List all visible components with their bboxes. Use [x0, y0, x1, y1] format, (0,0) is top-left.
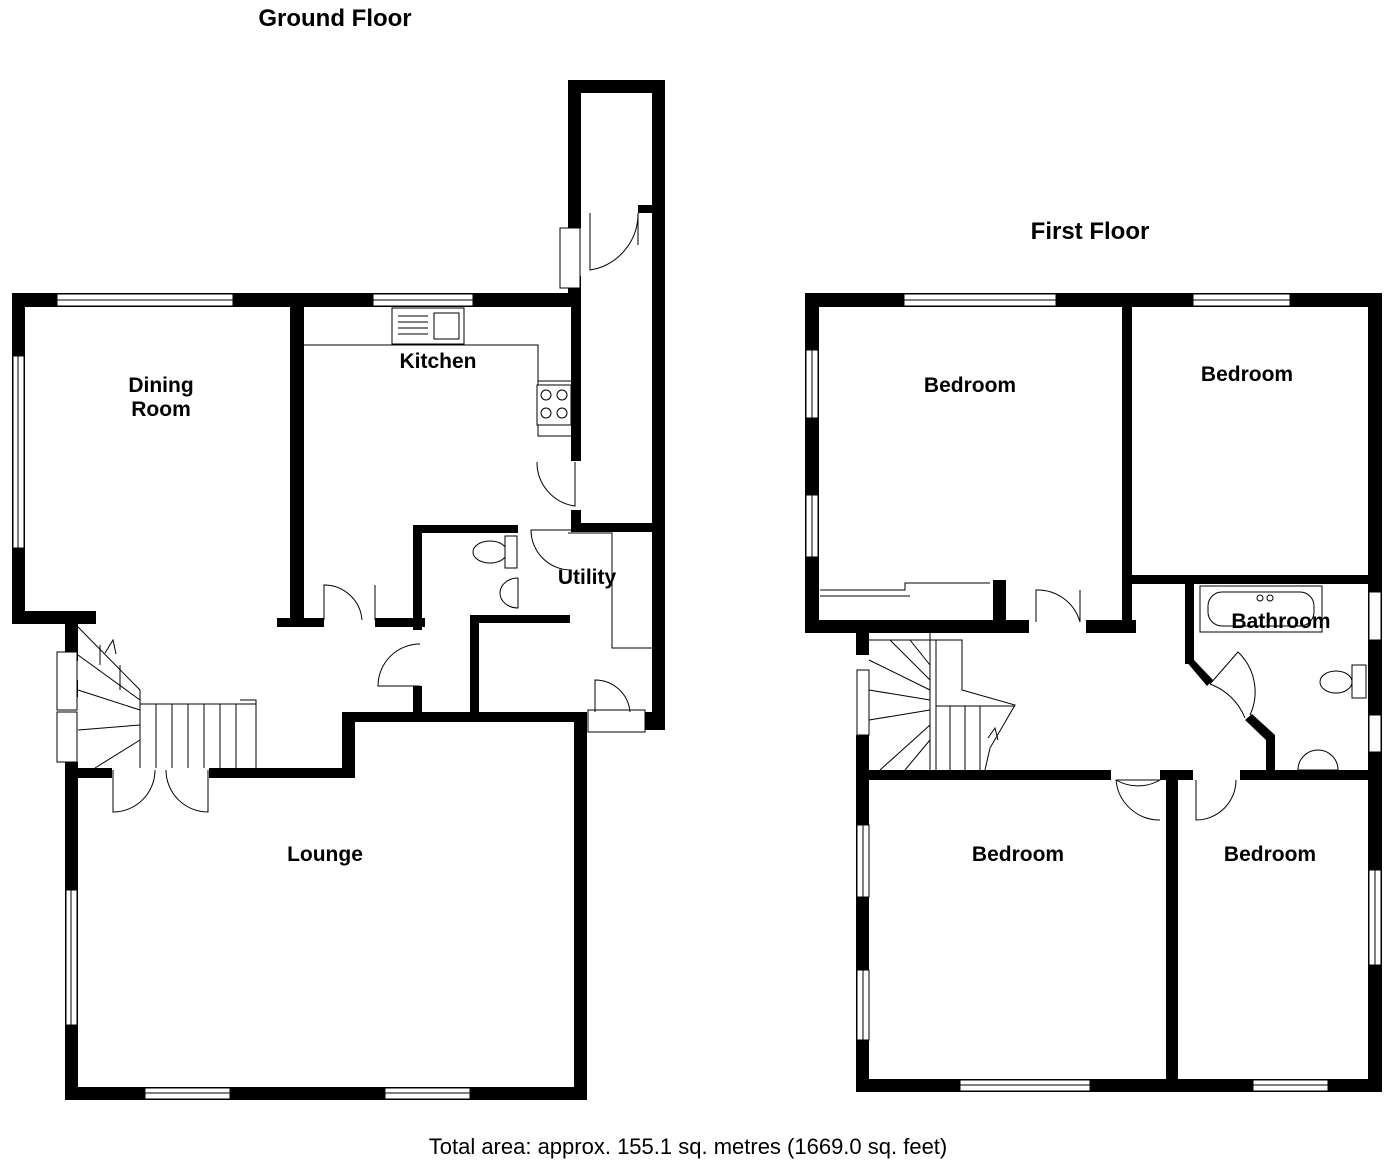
first-floor-doors	[820, 582, 1256, 821]
room-label-bedroom-2: Bedroom	[1201, 363, 1293, 386]
basin-icon	[499, 577, 519, 609]
hob-icon	[536, 384, 572, 426]
first-floor-windows	[805, 293, 1382, 1092]
toilet-icon	[1319, 670, 1353, 694]
first-floor-plan	[805, 293, 1382, 1092]
staircase-icon	[77, 626, 257, 769]
basin-icon	[1297, 749, 1339, 771]
room-label-lounge: Lounge	[287, 843, 363, 866]
total-area-note: Total area: approx. 155.1 sq. metres (16…	[429, 1134, 948, 1159]
room-label-dining: Dining	[128, 374, 193, 397]
room-label-bathroom: Bathroom	[1231, 610, 1330, 633]
staircase-icon	[868, 630, 1016, 771]
first-floor-fixtures	[868, 585, 1367, 771]
first-floor-walls	[805, 293, 1382, 1092]
ground-floor-fixtures	[77, 307, 652, 769]
room-label-bedroom-4: Bedroom	[1224, 843, 1316, 866]
room-label-kitchen: Kitchen	[399, 350, 476, 373]
ground-floor-title: Ground Floor	[258, 5, 411, 32]
room-label-dining-room: Room	[131, 398, 191, 421]
ground-floor-doors	[112, 212, 639, 813]
ground-floor-plan	[12, 80, 665, 1100]
room-label-bedroom-3: Bedroom	[972, 843, 1064, 866]
toilet-icon	[472, 540, 508, 564]
ground-floor-windows	[12, 227, 646, 1100]
room-label-utility: Utility	[558, 566, 617, 589]
room-label-bedroom-1: Bedroom	[924, 374, 1016, 397]
first-floor-title: First Floor	[1031, 218, 1150, 245]
